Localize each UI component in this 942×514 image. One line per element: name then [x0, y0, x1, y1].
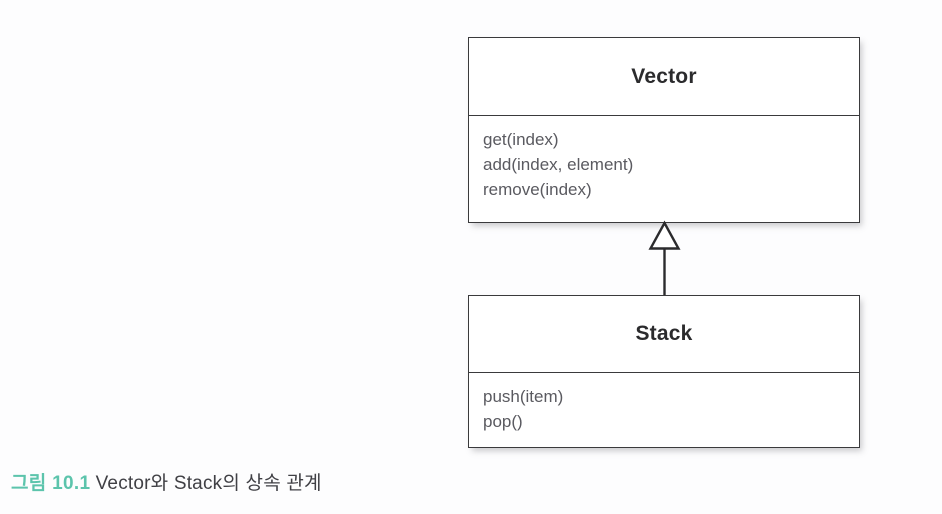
figure-caption-label: 그림 10.1: [11, 473, 91, 494]
uml-class-stack: Stack push(item) pop(): [468, 295, 860, 448]
figure-caption: 그림 10.1 Vector와 Stack의 상속 관계: [11, 470, 322, 498]
uml-class-name-stack: Stack: [469, 296, 859, 373]
uml-class-name-vector: Vector: [469, 38, 859, 116]
uml-members-vector: get(index) add(index, element) remove(in…: [469, 116, 859, 224]
uml-member: get(index): [483, 130, 559, 149]
uml-member: push(item): [483, 387, 564, 406]
uml-class-vector: Vector get(index) add(index, element) re…: [468, 37, 860, 223]
figure-caption-text: Vector와 Stack의 상속 관계: [95, 473, 322, 494]
uml-member: add(index, element): [483, 155, 634, 174]
uml-member: pop(): [483, 412, 523, 431]
uml-members-stack: push(item) pop(): [469, 373, 859, 449]
generalization-arrow-icon: [648, 220, 681, 300]
uml-member: remove(index): [483, 180, 592, 199]
